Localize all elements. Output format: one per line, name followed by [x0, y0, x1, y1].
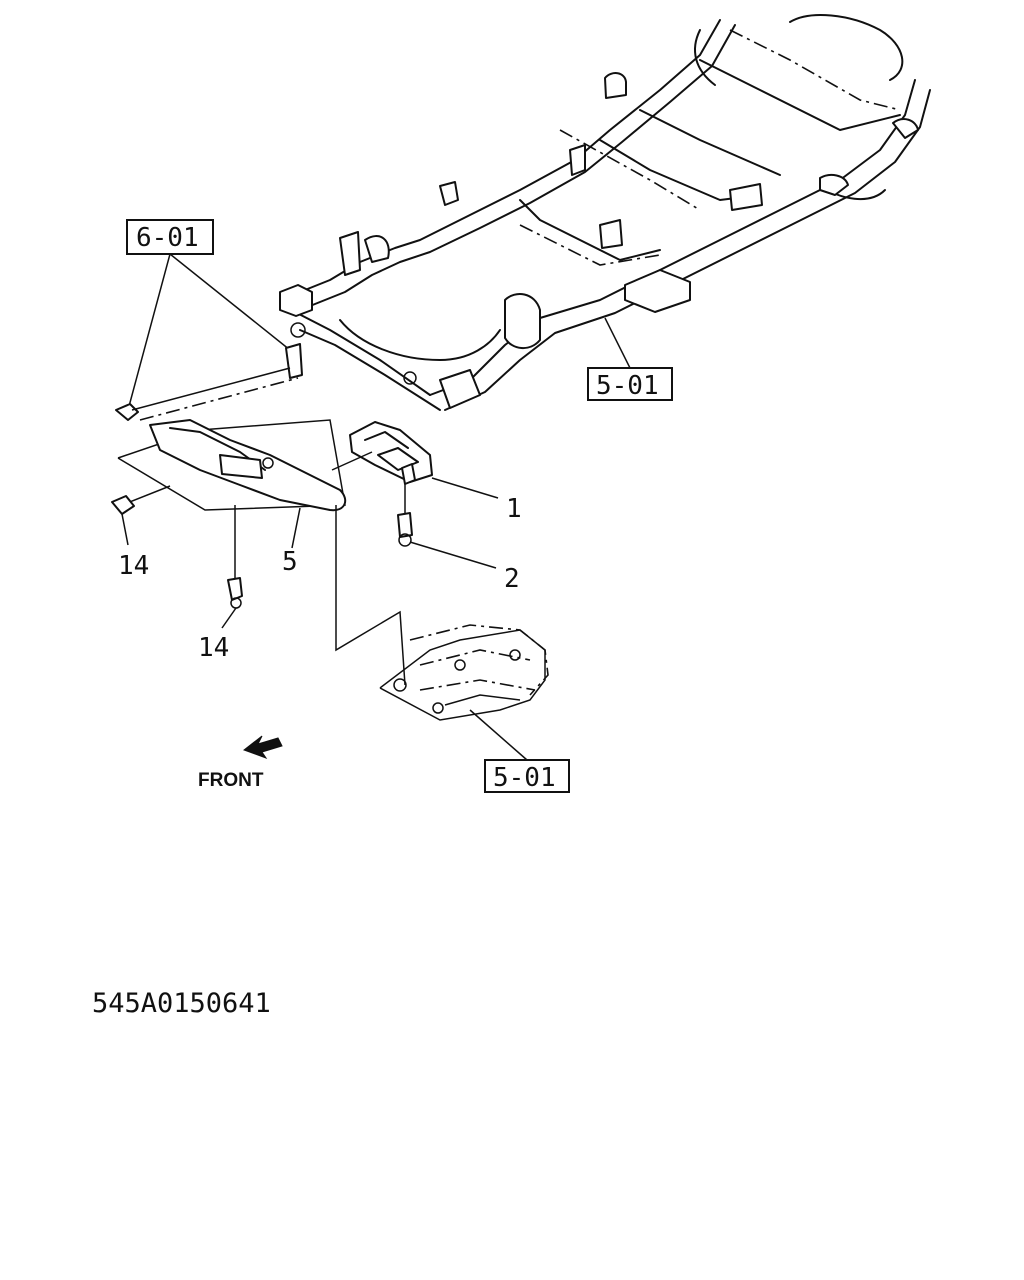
vehicle-frame	[279, 14, 931, 411]
lower-skid-plate	[379, 624, 549, 721]
part-2-bolt	[397, 484, 497, 569]
front-label: FRONT	[198, 770, 264, 791]
front-direction-arrow: FRONT	[198, 735, 283, 791]
leader-zigzag	[335, 505, 406, 686]
part-number-14-bottom: 14	[198, 633, 229, 663]
callout-box	[484, 759, 570, 793]
part-number-2: 2	[504, 564, 520, 594]
callout-5-01-frame: 5-01	[587, 317, 673, 401]
callout-6-01-label: 6-01	[136, 223, 199, 253]
part-number-14-left: 14	[118, 551, 149, 581]
callout-box	[587, 367, 673, 401]
part-5-skid-plate	[117, 419, 347, 580]
part-1-bracket	[331, 421, 499, 499]
bolt-upper	[115, 343, 303, 421]
bolt-14-bottom	[221, 577, 243, 629]
callout-6-01: 6-01	[126, 219, 291, 411]
part-number-1: 1	[506, 494, 522, 524]
callout-5-01-frame-label: 5-01	[596, 371, 659, 401]
bolt-14-left	[111, 495, 135, 546]
part-number-5: 5	[282, 547, 298, 577]
callout-5-01-plate: 5-01	[469, 709, 570, 793]
front-arrow-icon	[242, 735, 283, 759]
drawing-code: 545A0150641	[92, 988, 271, 1019]
callout-5-01-plate-label: 5-01	[493, 763, 556, 793]
